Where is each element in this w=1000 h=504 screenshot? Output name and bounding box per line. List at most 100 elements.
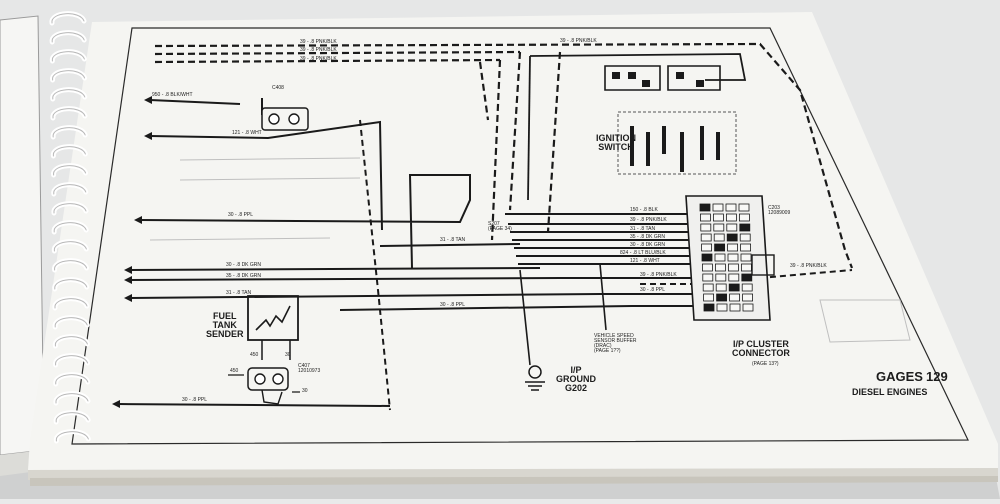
- connector-pin: [728, 283, 740, 292]
- connector-pin: [700, 223, 712, 232]
- connector-pin: [715, 273, 727, 282]
- connector-pin: [740, 253, 752, 262]
- sender-pin-30: 30: [285, 352, 291, 358]
- connector-pin: [727, 253, 739, 262]
- connector-pin: [739, 213, 750, 222]
- wire-arrow: [124, 266, 132, 274]
- ignition-contact: [630, 126, 634, 166]
- connector-pin: [714, 253, 726, 262]
- fuel-tank-sender: [247, 295, 299, 360]
- connector-pin: [716, 303, 728, 312]
- wire-label-pnkblk-2: 39 - .8 PNK/BLK: [640, 272, 677, 278]
- wire-label-ppl-1: 30 - .8 PPL: [228, 212, 254, 218]
- ignition-contact: [680, 132, 684, 172]
- ignition-contact: [716, 132, 720, 160]
- connector-pin: [726, 233, 738, 242]
- wire-label-pnkblk-1: 39 - .8 PNK/BLK: [630, 217, 667, 223]
- connector-pin: [716, 293, 727, 302]
- connector-pin: [703, 293, 714, 302]
- ignition-contact: [700, 126, 704, 160]
- connector-pin: [740, 243, 751, 252]
- c407-pin-30: 30: [302, 388, 308, 394]
- ignition-contact: [646, 132, 650, 166]
- wire-label-blk-1: 150 - .8 BLK: [630, 207, 658, 213]
- connector-pin: [727, 243, 738, 252]
- fuel-tank-sender-label: FUEL TANK SENDER: [206, 311, 244, 339]
- connector-pin: [700, 233, 712, 242]
- wire-arrow: [144, 132, 152, 140]
- connector-pin: [702, 273, 714, 282]
- connector-pin: [742, 303, 754, 312]
- ground-symbol: [525, 365, 545, 391]
- connector-pin: [699, 203, 711, 212]
- connector-pin: [725, 203, 737, 212]
- wire-label-dkgrn-2: 35 - .8 DK GRN: [226, 273, 262, 279]
- wire-label-ppl-4: 30 - .8 PPL: [640, 287, 666, 293]
- connector-pin: [703, 303, 715, 312]
- wire-label-wht: 121 - .8 WHT: [232, 130, 262, 136]
- connector-pin: [714, 243, 725, 252]
- sender-pin-450: 450: [250, 352, 259, 358]
- wire-label-tan-mid: 31 - .8 TAN: [440, 237, 466, 243]
- c407-label: C407 12010973: [298, 363, 321, 374]
- page-number: 129: [926, 369, 948, 384]
- left-page: [0, 15, 45, 456]
- wire-label-ppl-3: 30 - .8 PPL: [182, 397, 208, 403]
- connector-pin: [700, 213, 711, 222]
- wire-label-dkgrn-1: 30 - .8 DK GRN: [226, 262, 262, 268]
- ip-cluster-page-label: (PAGE 13?): [752, 361, 779, 367]
- connector-pin: [726, 213, 737, 222]
- connector-pin: [715, 263, 726, 272]
- ignition-switch: [604, 65, 737, 175]
- splice-s207-label: S207 (PAGE 34): [488, 221, 512, 232]
- connector-pin: [742, 293, 753, 302]
- page-subtitle: DIESEL ENGINES: [852, 387, 928, 397]
- connector-pin: [729, 303, 741, 312]
- ignition-contact: [662, 126, 666, 154]
- connector-pin: [741, 273, 753, 282]
- ip-cluster-connector-body: [685, 195, 775, 321]
- connector-pin: [729, 293, 740, 302]
- c407-connector: [228, 367, 300, 405]
- connector-pin: [702, 263, 713, 272]
- connector-pin: [739, 233, 751, 242]
- connector-pin: [739, 223, 751, 232]
- c408-label: C408: [272, 85, 284, 91]
- c407-pin-450: 450: [230, 368, 239, 374]
- connector-pin: [726, 223, 738, 232]
- connector-pin: [702, 283, 714, 292]
- wire-label-pnkblk-3: 39 - .8 PNK/BLK: [790, 263, 827, 269]
- ignition-switch-label: IGNITION SWITCH: [596, 133, 636, 152]
- vss-buffer-label: VEHICLE SPEED SENSOR BUFFER (DRAC) (PAGE…: [594, 333, 637, 354]
- connector-pin: [713, 223, 725, 232]
- wire-label-top-right: 39 - .8 PNK/BLK: [560, 38, 597, 44]
- connector-pin: [701, 243, 712, 252]
- c408-connector: [261, 107, 309, 131]
- connector-pin: [712, 203, 724, 212]
- wire-arrow: [112, 400, 120, 408]
- wire-arrow: [144, 96, 152, 104]
- wire-label-upper-left: 950 - .8 BLK/WHT: [152, 92, 193, 98]
- ip-cluster-connector-label: I/P CLUSTER CONNECTOR: [732, 339, 790, 358]
- wire-arrow: [124, 276, 132, 284]
- wire-label-tan-3: 31 - .8 TAN: [630, 226, 656, 232]
- connector-pin: [741, 283, 753, 292]
- connector-pin: [741, 263, 752, 272]
- connector-pin: [728, 263, 739, 272]
- ip-ground-label: I/P GROUND G202: [556, 365, 596, 393]
- connector-pin: [738, 203, 750, 212]
- connector-pin: [728, 273, 740, 282]
- wire-label-dkgrn-4: 30 - .8 DK GRN: [630, 242, 666, 248]
- connector-pin: [713, 233, 725, 242]
- wire-label-ppl-2: 30 - .8 PPL: [440, 302, 466, 308]
- connector-pin: [715, 283, 727, 292]
- wire-arrow: [124, 294, 132, 302]
- wire-label-top-1: 39 - .8 PNK/BLK: [300, 39, 337, 45]
- connector-pin: [701, 253, 713, 262]
- connector-pin: [713, 213, 724, 222]
- wire-label-tan-2: 31 - .8 TAN: [226, 290, 252, 296]
- wire-label-top-3: 39 - .8 PNK/BLK: [300, 56, 337, 62]
- c203-label: C203 12089009: [768, 205, 791, 216]
- wire-label-ltblu: 824 - .8 LT BLU/BLK: [620, 250, 666, 256]
